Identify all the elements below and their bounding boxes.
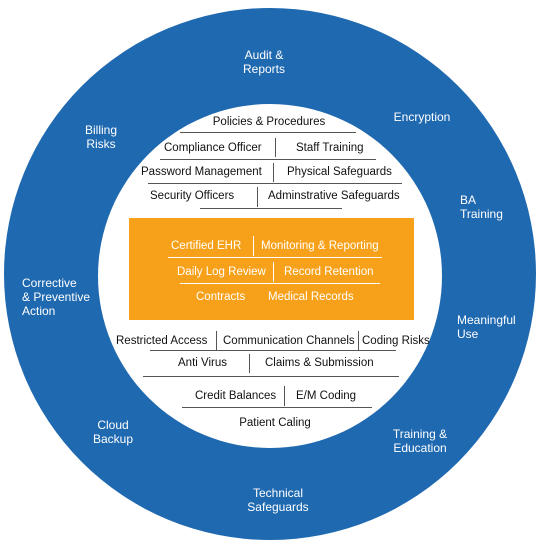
divider [284,386,285,406]
divider [150,350,396,351]
text-compliance-officer: Compliance Officer [164,142,262,154]
text-policies-procedures: Policies & Procedures [212,116,326,128]
text-daily-log-review: Daily Log Review [177,266,266,278]
divider [143,376,399,377]
divider [249,354,250,373]
divider [275,138,276,157]
ring-label-encryption: Encryption [393,110,451,124]
divider [273,262,274,282]
divider [180,132,356,133]
text-claims-submission: Claims & Submission [265,357,374,369]
divider [148,183,402,184]
text-staff-training: Staff Training [296,142,364,154]
ring-label-training-education: Training & Education [392,427,448,455]
ring-label-corrective-action: Corrective & Preventive Action [22,276,91,318]
ring-label-audit-reports: Audit & Reports [242,48,286,76]
text-security-officers: Security Officers [150,190,235,202]
text-contracts: Contracts [196,291,246,303]
text-administrative-safeguards: Adminstrative Safeguards [268,190,400,202]
text-monitoring-reporting: Monitoring & Reporting [261,240,379,252]
ring-label-technical-safeguards: Technical Safeguards [247,486,309,514]
divider [216,331,217,350]
divider [182,407,372,408]
text-medical-records: Medical Records [268,291,354,303]
ring-label-meaningful-use: Meaningful Use [457,313,516,341]
text-record-retention: Record Retention [284,266,374,278]
divider [200,208,342,209]
text-restricted-access: Restricted Access [116,335,208,347]
text-physical-safeguards: Physical Safeguards [287,166,392,178]
text-patient-caling: Patient Caling [239,417,311,429]
divider [168,257,382,258]
text-anti-virus: Anti Virus [178,357,228,369]
text-communication-channels: Communication Channels [223,335,355,347]
divider [358,331,359,350]
ring-label-ba-training: BA Training [460,193,503,221]
divider [160,159,376,160]
divider [180,283,380,284]
divider [253,236,254,256]
ring-label-billing-risks: Billing Risks [84,123,118,151]
text-certified-ehr: Certified EHR [171,240,242,252]
center-box [129,218,414,320]
text-password-management: Password Management [141,166,262,178]
divider [273,163,274,182]
text-credit-balances: Credit Balances [195,390,277,402]
ring-label-cloud-backup: Cloud Backup [92,418,134,446]
text-em-coding: E/M Coding [296,390,357,402]
divider [257,187,258,207]
text-coding-risks: Coding Risks [362,335,430,347]
